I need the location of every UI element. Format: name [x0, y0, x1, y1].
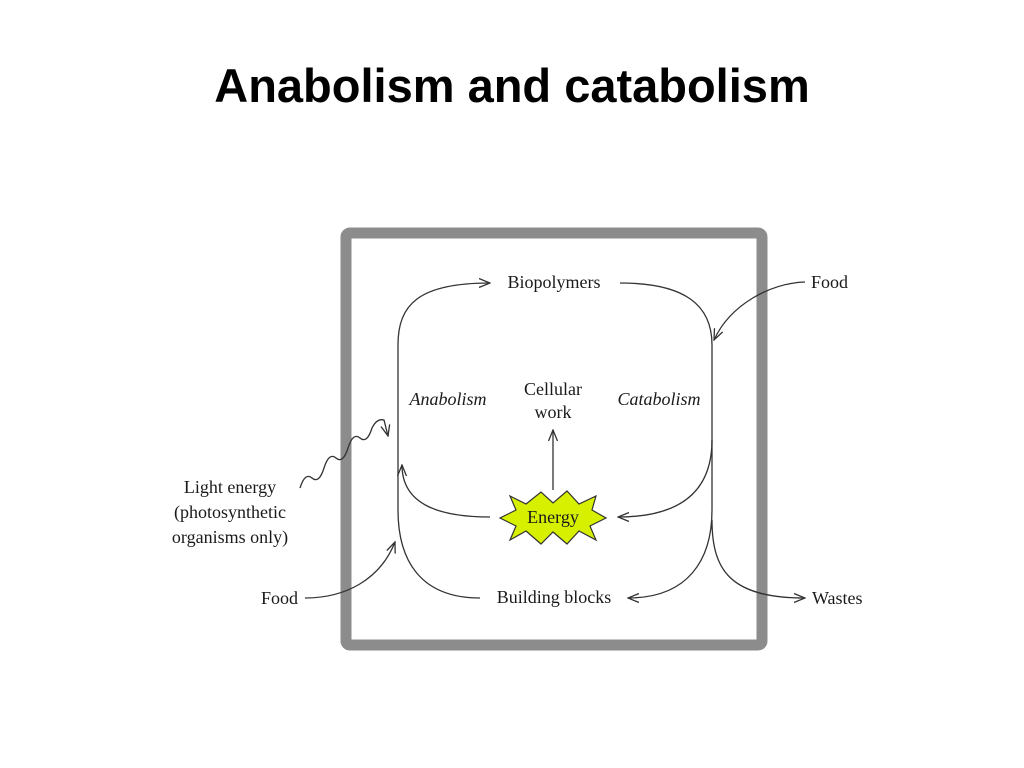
anabolism-label: Anabolism [408, 389, 486, 409]
light-energy-label-line1: Light energy [184, 477, 276, 497]
food-bottom-label: Food [261, 588, 298, 608]
wastes-label: Wastes [812, 588, 863, 608]
cellular-work-label-line2: work [535, 402, 572, 422]
wastes-arrow [711, 519, 805, 598]
catabolism-arrow [619, 282, 713, 598]
biopolymers-label: Biopolymers [508, 272, 601, 292]
catabolism-energy-arrow [618, 439, 713, 517]
cell-boundary [340, 227, 768, 651]
light-energy-wave [299, 419, 388, 489]
light-energy-label-line3: organisms only) [172, 527, 288, 548]
food-in-top-arrow [714, 281, 806, 340]
catabolism-label: Catabolism [617, 389, 700, 409]
cellular-work-label-line1: Cellular [524, 379, 582, 399]
food-top-label: Food [811, 272, 848, 292]
energy-starburst [498, 490, 608, 545]
anabolism-energy-arrow [402, 465, 491, 518]
food-in-bottom-arrow [304, 542, 395, 599]
light-energy-label-line2: (photosynthetic [174, 502, 286, 523]
slide-title: Anabolism and catabolism [214, 59, 810, 112]
anabolism-arrow [397, 283, 490, 599]
energy-label: Energy [527, 507, 579, 527]
building-blocks-label: Building blocks [497, 587, 612, 607]
